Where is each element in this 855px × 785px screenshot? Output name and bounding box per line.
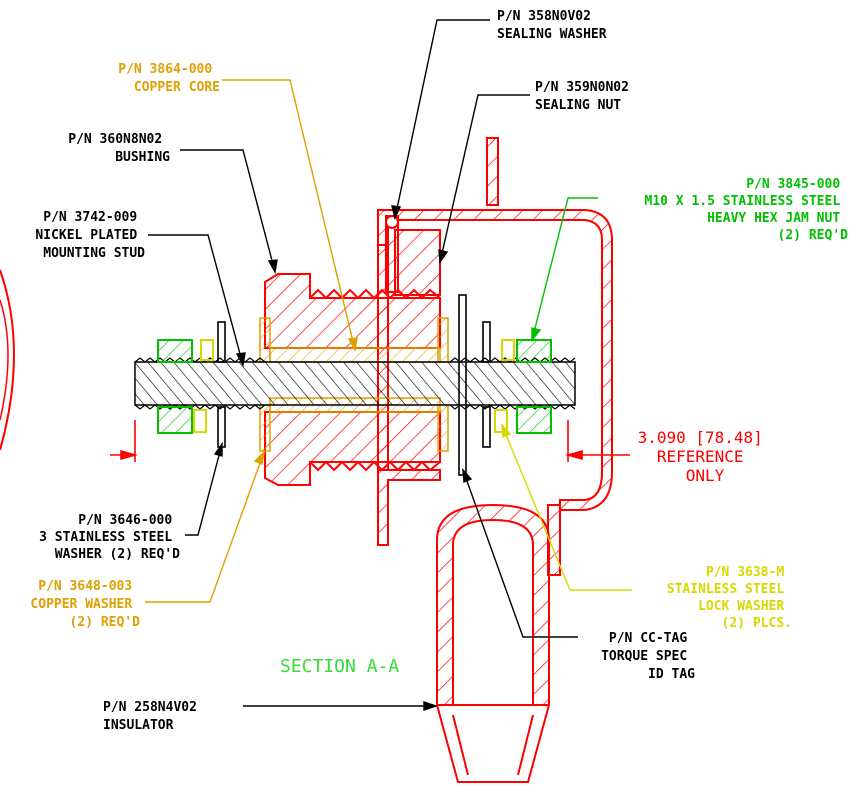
label-jam-nut: P/N 3845-000 M10 X 1.5 STAINLESS STEEL H… xyxy=(645,177,849,243)
leader-jam-nut xyxy=(531,197,598,341)
leader-flat-washer xyxy=(185,443,223,536)
copper-washer-right-top xyxy=(437,317,449,363)
leader-mounting-stud xyxy=(148,234,244,366)
mounting-stud xyxy=(134,357,576,410)
jam-nut-right-top xyxy=(516,339,552,363)
copper-washer-right-bottom xyxy=(437,404,449,452)
label-reference-dimension: 3.090 [78.48] REFERENCE ONLY xyxy=(638,428,773,485)
flat-washer-left-bottom xyxy=(217,406,226,448)
label-copper-washer: P/N 3648-003 COPPER WASHER (2) REQ'D xyxy=(30,579,140,630)
lock-washer-left-bottom xyxy=(193,409,207,433)
label-flat-washer: P/N 3646-000 3 STAINLESS STEEL WASHER (2… xyxy=(39,513,180,562)
lock-washer-left-top xyxy=(200,339,214,361)
flat-washer-left-top xyxy=(217,321,226,363)
leader-sealing-nut xyxy=(439,94,530,263)
flat-washer-right-bottom xyxy=(482,406,491,448)
label-sealing-washer: P/N 358N0V02 SEALING WASHER xyxy=(497,9,607,42)
adjacent-part-inner xyxy=(0,299,9,421)
sealing-washer xyxy=(385,215,399,293)
label-lock-washer: P/N 3638-M STAINLESS STEEL LOCK WASHER (… xyxy=(667,565,792,631)
label-bushing: P/N 360N8N02 BUSHING xyxy=(68,132,170,165)
insulator xyxy=(436,503,550,783)
leader-bushing xyxy=(180,149,276,273)
jam-nut-left-bottom xyxy=(157,406,193,434)
leader-lock-washer xyxy=(501,424,632,591)
lock-washer-right-top xyxy=(501,339,515,361)
reference-dimension xyxy=(110,420,630,462)
leader-copper-washer xyxy=(145,451,265,603)
label-insulator: P/N 258N4V02 INSULATOR xyxy=(103,700,205,733)
jam-nut-left-top xyxy=(157,339,193,363)
label-mounting-stud: P/N 3742-009 NICKEL PLATED MOUNTING STUD xyxy=(35,210,145,261)
jam-nut-right-bottom xyxy=(516,406,552,434)
leader-sealing-washer xyxy=(394,19,490,219)
section-title: SECTION A-A xyxy=(280,656,399,677)
copper-washer-left-top xyxy=(259,317,271,363)
leader-torque-tag xyxy=(462,469,578,638)
label-sealing-nut: P/N 359N0N02 SEALING NUT xyxy=(535,80,637,113)
label-torque-tag: P/N CC-TAG TORQUE SPEC ID TAG xyxy=(601,631,695,682)
torque-tag xyxy=(458,294,467,476)
adjacent-part-outline xyxy=(0,269,15,451)
label-copper-core: P/N 3864-000 COPPER CORE xyxy=(118,62,220,95)
sealing-nut xyxy=(394,229,441,296)
copper-washer-left-bottom xyxy=(259,404,271,452)
flat-washer-right-top xyxy=(482,321,491,363)
leader-copper-core xyxy=(222,79,356,351)
lock-washer-right-bottom xyxy=(494,409,508,433)
